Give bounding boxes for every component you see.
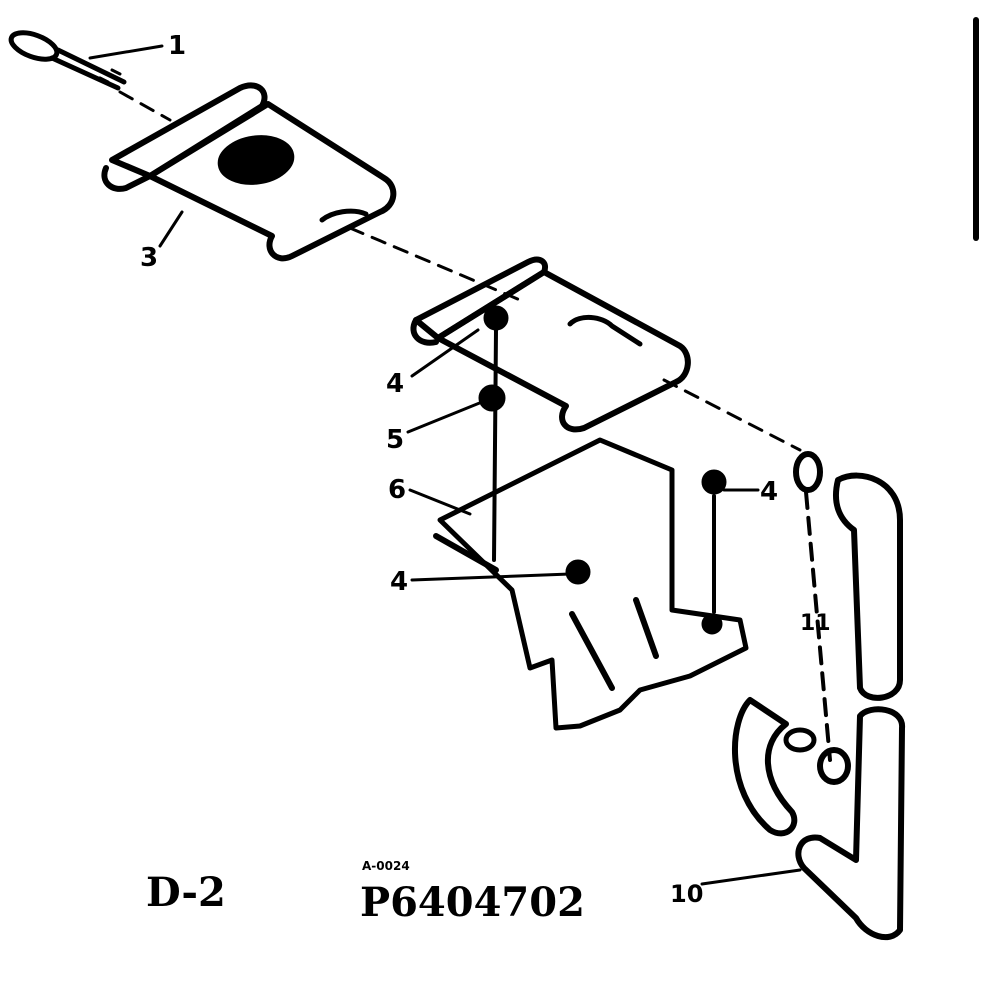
callout-11: 11 bbox=[800, 611, 831, 636]
part-1-knob bbox=[8, 30, 127, 91]
callout-6: 6 bbox=[388, 475, 406, 505]
callout-5: 5 bbox=[386, 425, 404, 455]
small-code: A-0024 bbox=[362, 859, 410, 873]
callout-4-upper: 4 bbox=[386, 369, 404, 399]
part-6-plate bbox=[433, 437, 749, 731]
fasteners bbox=[478, 305, 727, 691]
callout-10: 10 bbox=[670, 880, 703, 908]
section-label: D-2 bbox=[146, 869, 226, 916]
part-3-bracket bbox=[101, 82, 397, 262]
callout-4-right: 4 bbox=[760, 477, 778, 507]
callout-3: 3 bbox=[140, 243, 158, 273]
callout-4-lower: 4 bbox=[390, 567, 408, 597]
part-10-hose bbox=[731, 472, 905, 941]
part-11-clamp bbox=[793, 451, 851, 785]
part-bracket-assembly bbox=[410, 256, 691, 433]
callout-1: 1 bbox=[168, 31, 186, 61]
leader-lines bbox=[88, 44, 802, 886]
part-number: P6404702 bbox=[360, 879, 585, 926]
assembly-center-line bbox=[118, 90, 802, 452]
